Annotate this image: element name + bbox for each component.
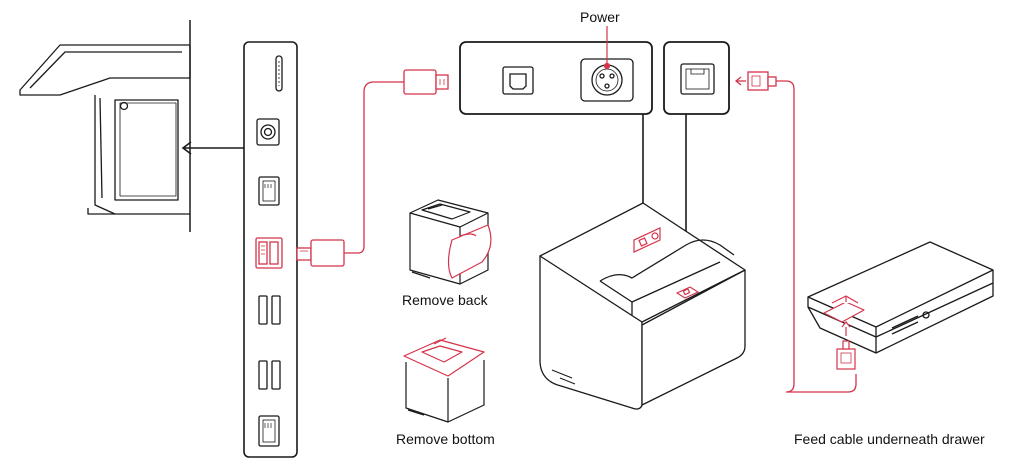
drawer-port-box xyxy=(663,41,730,115)
power-pointer xyxy=(603,26,611,70)
remove-back-label: Remove back xyxy=(402,292,488,308)
rj-port-icon xyxy=(680,63,715,95)
power-label: Power xyxy=(580,9,620,25)
remove-bottom-illustration xyxy=(405,360,485,423)
cash-drawer-illustration xyxy=(807,241,994,354)
usb-b-port-icon xyxy=(502,66,534,95)
remove-bottom-label: Remove bottom xyxy=(396,431,495,447)
printer-port-box xyxy=(459,41,653,115)
bottom-cover-icon xyxy=(403,337,485,377)
usb-plug-icon xyxy=(296,239,345,267)
feed-cable-label: Feed cable underneath drawer xyxy=(794,431,985,447)
printer-illustration xyxy=(539,202,746,410)
printer-ports-highlight xyxy=(633,227,700,299)
drawer-port-highlight xyxy=(823,295,865,323)
drawer-cable xyxy=(734,71,857,393)
pos-terminal-illustration xyxy=(19,20,191,232)
arrow-to-terminal xyxy=(181,141,244,155)
highlighted-usb-port xyxy=(255,237,283,269)
drawer-plug-icon xyxy=(836,321,856,370)
back-cover-icon xyxy=(447,224,492,279)
